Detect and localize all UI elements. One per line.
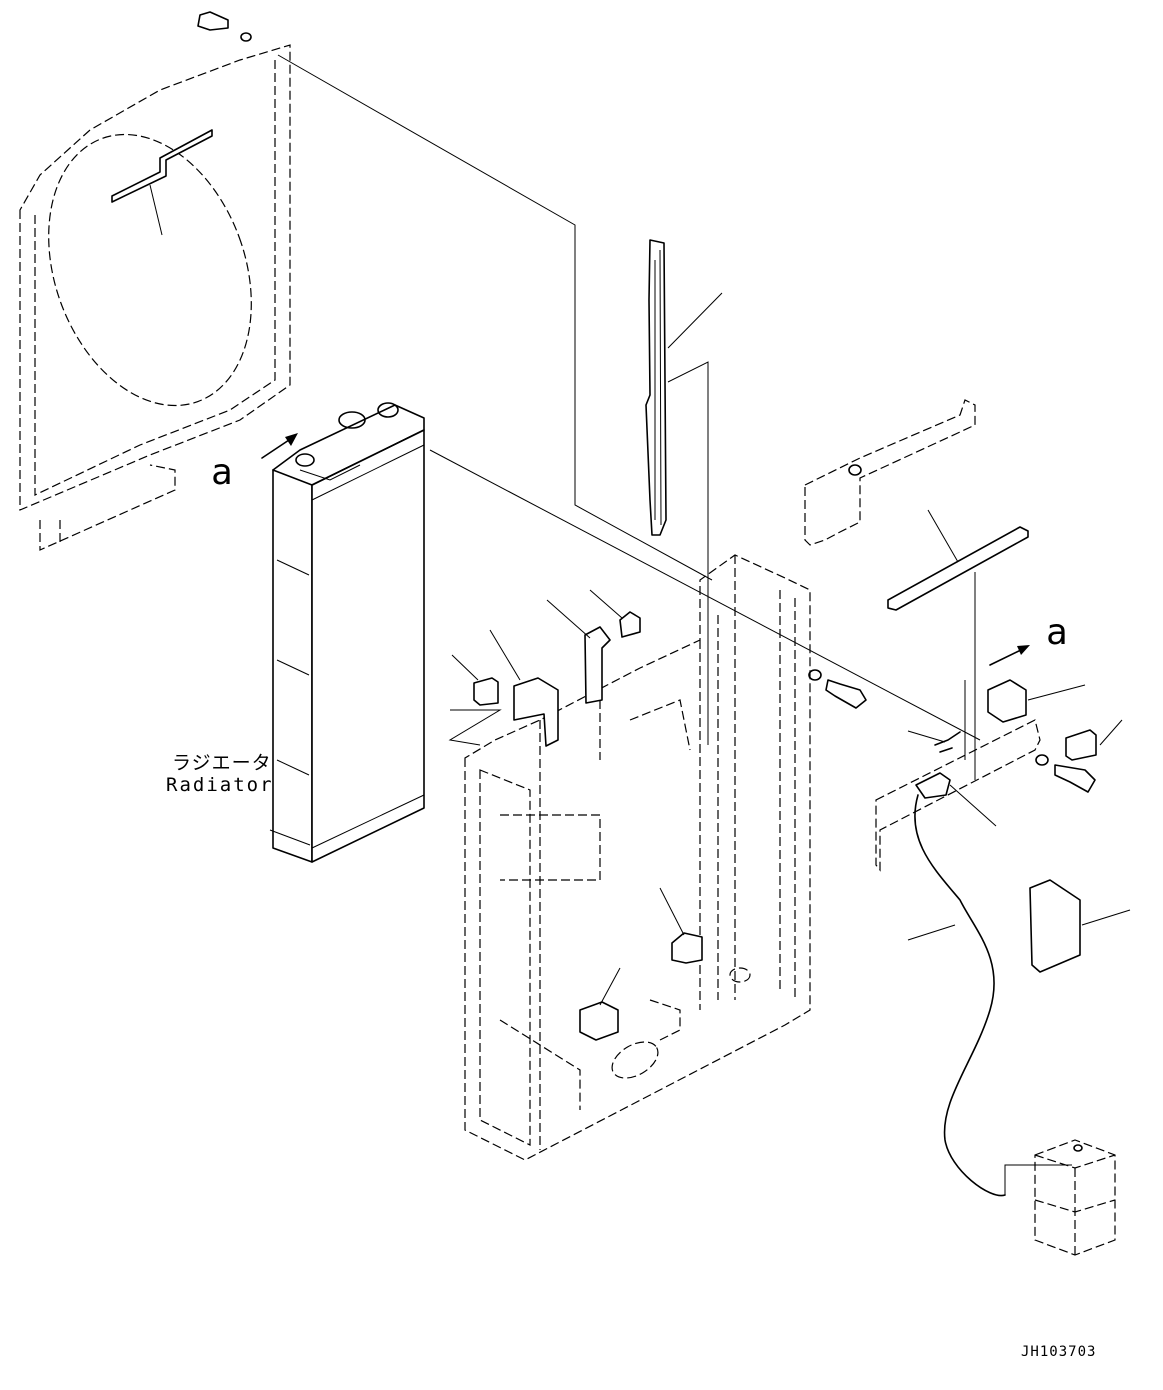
view-a-label-right: a bbox=[1046, 612, 1068, 653]
frame-brackets bbox=[448, 589, 703, 1041]
frame-bolts bbox=[808, 669, 1096, 793]
upper-cover bbox=[804, 399, 976, 546]
shroud-seal bbox=[111, 129, 213, 236]
fan-shroud bbox=[19, 11, 291, 551]
lower-cover bbox=[875, 680, 1041, 872]
view-arrowhead-right bbox=[1017, 645, 1030, 655]
radiator bbox=[269, 402, 425, 863]
vertical-seal bbox=[645, 239, 723, 745]
horizontal-seal bbox=[887, 509, 1029, 780]
radiator-label-en: Radiator bbox=[166, 774, 274, 796]
right-parts bbox=[907, 679, 1131, 973]
main-frame bbox=[464, 554, 811, 1161]
view-a-label-left: a bbox=[211, 452, 233, 493]
sensor-harness bbox=[907, 794, 1116, 1256]
view-arrowhead-left bbox=[285, 433, 298, 446]
radiator-label-jp: ラジエータ bbox=[172, 752, 272, 774]
drawing-number: JH103703 bbox=[1021, 1344, 1097, 1360]
